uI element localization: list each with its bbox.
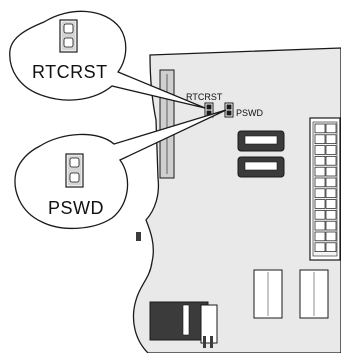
pswd-jumper [224,102,234,118]
pswd-board-label: PSWD [236,108,264,118]
connector-pin [325,145,337,155]
connector-pin [325,156,337,166]
connector-pin [325,134,337,144]
connector-pin [314,199,326,209]
connector-pin [314,177,326,188]
power-connector-pins [314,123,337,252]
connector-pin [314,188,326,198]
pswd-callout: PSWD [14,109,227,230]
connector-pin [314,220,326,231]
connector-pin [314,156,326,166]
connector-pin [325,242,337,252]
connector-pin [325,210,337,220]
connector-pin [314,231,326,242]
rtcrst-callout-label: RTCRST [32,62,108,82]
two-pin-jumper-icon [65,153,84,188]
connector-pin [325,188,337,198]
connector-pin [325,220,337,231]
pswd-callout-label: PSWD [48,198,104,218]
connector-pin [325,166,337,177]
connector-pin [314,166,326,177]
connector-pin [314,210,326,220]
rtcrst-board-label: RTCRST [186,92,223,102]
connector-pin [314,123,326,134]
sata-connector-1 [237,130,285,152]
rtcrst-callout: RTCRST [9,10,206,109]
small-component [136,232,141,241]
connector-pin [325,123,337,134]
connector-pin [325,231,337,242]
two-pin-jumper-icon [59,19,78,53]
sata-connector-2 [237,156,285,178]
connector-pin [314,242,326,252]
bottom-connector-block [253,269,329,319]
connector-pin [325,199,337,209]
connector-pin [314,134,326,144]
connector-pin [314,145,326,155]
bottom-slot-area [149,301,218,348]
connector-pin [325,177,337,188]
